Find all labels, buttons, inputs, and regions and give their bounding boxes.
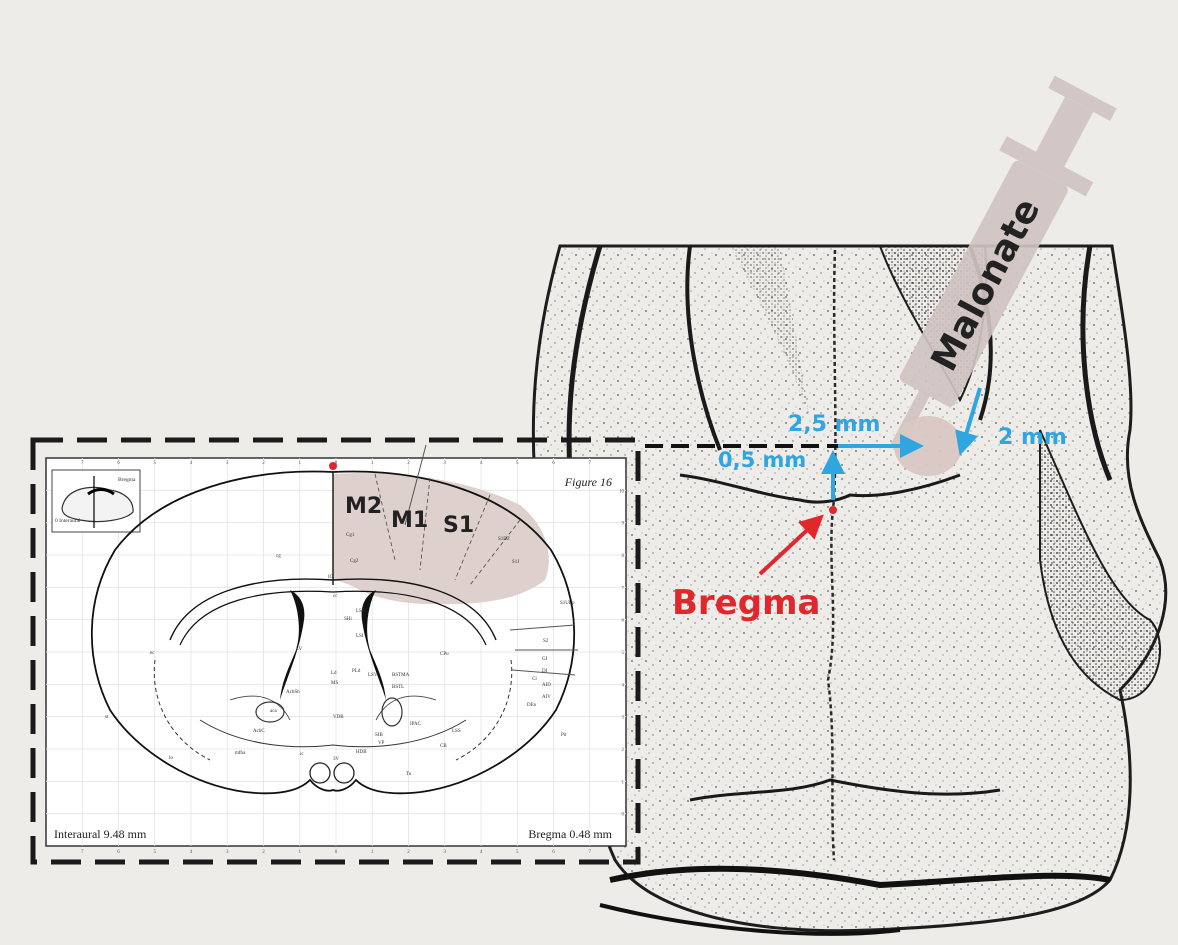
structure-label: DEn [527, 703, 537, 708]
region-label-s1: S1 [443, 513, 474, 538]
anteroposterior-label: 0,5 mm [718, 448, 806, 472]
structure-label: AcbSh [286, 690, 300, 695]
mediolateral-label: 2,5 mm [788, 412, 880, 437]
bottom-tick-label: 2 [407, 850, 410, 855]
structure-label: LSS [452, 729, 461, 734]
interaural-caption: Interaural 9.48 mm [54, 827, 147, 841]
structure-label: PLd [352, 669, 361, 674]
structure-label: LV [296, 647, 303, 652]
depth-label: 2 mm [998, 425, 1067, 450]
bottom-tick-label: 7 [81, 850, 84, 855]
bregma-label: Bregma [672, 583, 820, 623]
structure-label: DI [542, 669, 548, 674]
bottom-tick-label: 3 [226, 850, 229, 855]
structure-label: Ld [331, 671, 337, 676]
structure-label: Cg2 [350, 559, 359, 564]
bottom-tick-label: 2 [262, 850, 265, 855]
structure-label: Cg1 [346, 533, 355, 538]
bottom-tick-label: 4 [480, 850, 483, 855]
bottom-tick-label: 1 [299, 850, 302, 855]
structure-label: lo [169, 756, 173, 761]
structure-label: S1DZ [498, 537, 510, 542]
figure-label: Figure 16 [564, 475, 612, 489]
bregma-point [829, 506, 837, 514]
structure-label: LSI [356, 634, 364, 639]
structure-label: VP [378, 741, 385, 746]
structure-label: SIB [375, 733, 383, 738]
structure-label: BSTMA [392, 673, 410, 678]
bottom-tick-label: 1 [371, 850, 374, 855]
structure-label: cc [333, 594, 338, 599]
structure-label: AID [542, 683, 551, 688]
structure-label: AIV [542, 695, 551, 700]
bottom-tick-label: 7 [589, 850, 592, 855]
structure-label: 3V [333, 757, 340, 762]
structure-label: ec [150, 651, 155, 656]
inset-bregma-label: Bregma [118, 477, 136, 483]
structure-label: IPAC [410, 722, 422, 727]
structure-label: SHi [344, 617, 352, 622]
structure-label: Pir [561, 733, 567, 738]
syringe-plunger [1036, 97, 1093, 167]
midline-marker-dot [329, 462, 337, 470]
structure-label: CPu [440, 652, 449, 657]
bottom-tick-label: 3 [444, 850, 447, 855]
structure-label: MS [331, 681, 338, 686]
structure-label: BSTL [392, 685, 404, 690]
inset-interaural-label: 0 Interaural [55, 518, 81, 524]
structure-label: GI [542, 657, 548, 662]
side-tick-label: 10 [619, 489, 625, 494]
bottom-tick-label: 6 [117, 850, 120, 855]
structure-label: Tu [406, 772, 412, 777]
bottom-tick-label: 6 [552, 850, 555, 855]
structure-label: LSV [368, 673, 378, 678]
structure-label: S1J [512, 560, 519, 565]
structure-label: mfba [235, 751, 246, 756]
structure-label: VDB [333, 715, 344, 720]
bottom-tick-label: 5 [154, 850, 157, 855]
structure-label: CB [440, 744, 447, 749]
rat-skull-drawing [533, 246, 1165, 934]
structure-label: S2 [543, 639, 549, 644]
structure-label: S1ULp [560, 601, 575, 606]
structure-label: AcbC [253, 729, 265, 734]
bregma-level-caption: Bregma 0.48 mm [528, 827, 612, 841]
bottom-tick-label: 5 [516, 850, 519, 855]
structure-label: IG [328, 575, 334, 580]
region-label-m2: M2 [345, 494, 382, 519]
structure-label: LSD [356, 609, 366, 614]
structure-label: Cl [532, 677, 537, 682]
structure-label: HDB [356, 750, 367, 755]
bottom-ticks: 7 6 5 4 3 2 1 0 1 2 3 4 5 6 7 [81, 850, 592, 855]
sagittal-inset: 0 Interaural Bregma [52, 470, 140, 532]
structure-label: cg [276, 554, 281, 559]
bottom-tick-label: 0 [335, 850, 338, 855]
bottom-tick-label: 4 [190, 850, 193, 855]
structure-label: aca [270, 709, 277, 714]
region-label-m1: M1 [391, 508, 428, 533]
coronal-section-panel: 765432101234567 765432101234567 10987654… [46, 445, 626, 855]
